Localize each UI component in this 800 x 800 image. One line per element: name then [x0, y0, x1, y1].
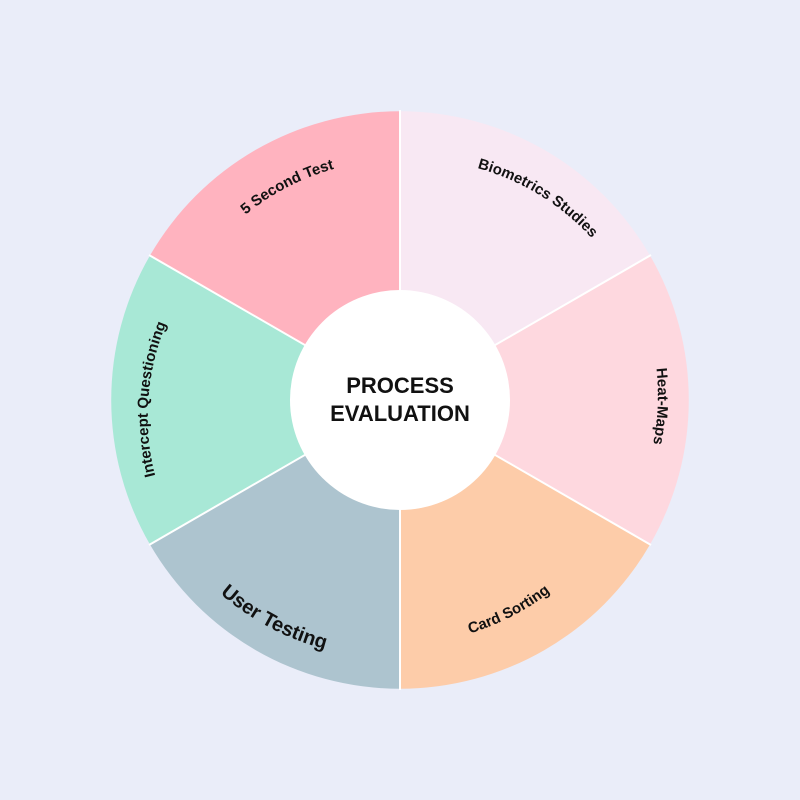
segment-heat-maps [400, 255, 689, 545]
center-circle [290, 290, 510, 510]
label-heat-maps: Heat-Maps [649, 367, 671, 446]
center-title-line-2: EVALUATION [330, 401, 470, 426]
segment-intercept-questioning [111, 255, 401, 545]
center-title-line-1: PROCESS [346, 373, 454, 398]
